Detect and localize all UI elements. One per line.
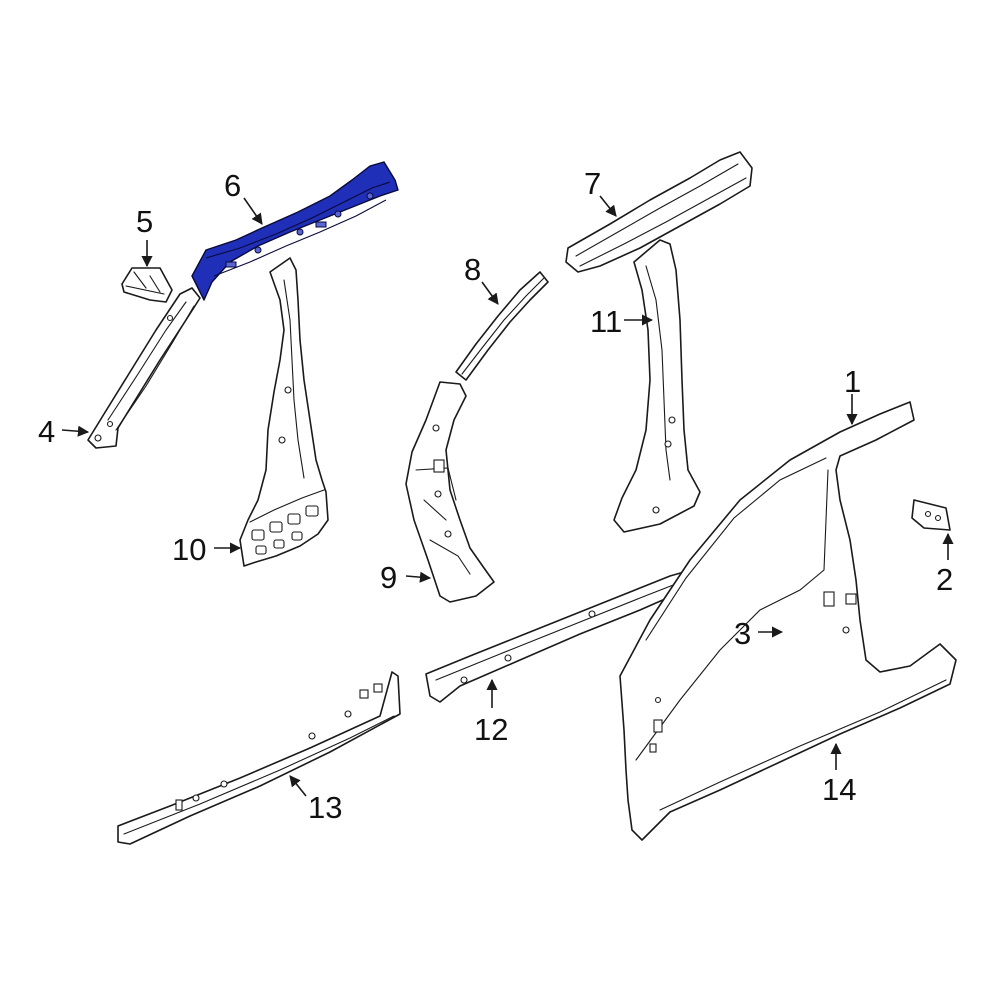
callout-12: 12	[474, 712, 508, 747]
callout-5: 5	[136, 204, 153, 239]
part-6-roof-rail-reinforcement[interactable]	[191, 161, 399, 301]
callout-2: 2	[936, 562, 953, 597]
part-9-center-pillar-inner[interactable]	[405, 381, 495, 603]
part-10-front-pillar[interactable]	[239, 257, 329, 567]
callout-14: 14	[822, 772, 856, 807]
callout-1: 1	[844, 364, 861, 399]
part-2-plate[interactable]	[911, 499, 951, 531]
callout-8: 8	[464, 252, 481, 287]
part-1-body-side-outer[interactable]	[619, 401, 957, 841]
part-11-center-pillar[interactable]	[613, 239, 701, 533]
part-4-pillar-bracket[interactable]	[87, 287, 201, 449]
part-5-bracket[interactable]	[121, 267, 173, 303]
part-13-lower-rail[interactable]	[117, 671, 401, 845]
callout-3: 3	[734, 616, 751, 651]
callout-11: 11	[590, 304, 622, 339]
callout-4: 4	[38, 414, 55, 449]
part-8-roof-side-rail[interactable]	[455, 271, 549, 381]
callout-9: 9	[380, 560, 397, 595]
callout-labels: 1 2 3 4 5 6 7 8 9 10 11 12 13 14	[38, 166, 953, 825]
callout-6: 6	[224, 168, 241, 203]
callout-13: 13	[308, 790, 342, 825]
callout-10: 10	[172, 532, 206, 567]
leader-lines	[61, 195, 954, 797]
callout-7: 7	[584, 166, 601, 201]
part-7-upper-rail[interactable]	[565, 151, 753, 273]
